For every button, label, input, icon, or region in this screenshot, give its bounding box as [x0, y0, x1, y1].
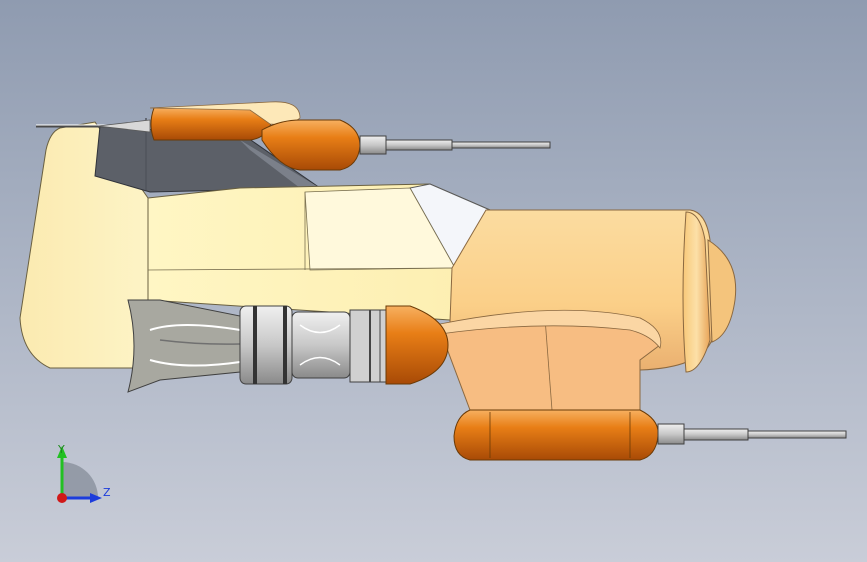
lower-cannon-collar	[657, 423, 685, 445]
pylon-lip	[439, 309, 662, 349]
top-cannon-barrel	[385, 139, 453, 151]
triad-quadrant	[62, 462, 98, 498]
y-axis-label: Y	[57, 443, 65, 456]
lower-cannon-barrel	[683, 428, 749, 441]
nose-tip	[707, 239, 737, 343]
lower-pod	[453, 409, 659, 461]
lower-cannon-tip	[747, 430, 847, 439]
engine-nozzle	[127, 299, 241, 393]
engine-ring-2	[291, 311, 351, 379]
top-cannon-tip	[451, 141, 551, 149]
canopy-highlight	[240, 140, 320, 188]
tail-fin	[19, 121, 149, 369]
top-rear-pod	[150, 107, 272, 141]
nose-cone	[682, 211, 711, 373]
engine-intake-dome	[385, 305, 449, 385]
engine-collar	[349, 309, 387, 383]
z-axis-arrow	[90, 493, 102, 503]
x-axis-dot	[57, 493, 67, 503]
z-axis-label: Z	[103, 486, 111, 499]
reference-triad: Y Z	[57, 443, 111, 503]
y-axis-arrow	[57, 446, 67, 458]
top-cannon-collar	[359, 135, 387, 155]
lower-pylon	[439, 317, 661, 411]
